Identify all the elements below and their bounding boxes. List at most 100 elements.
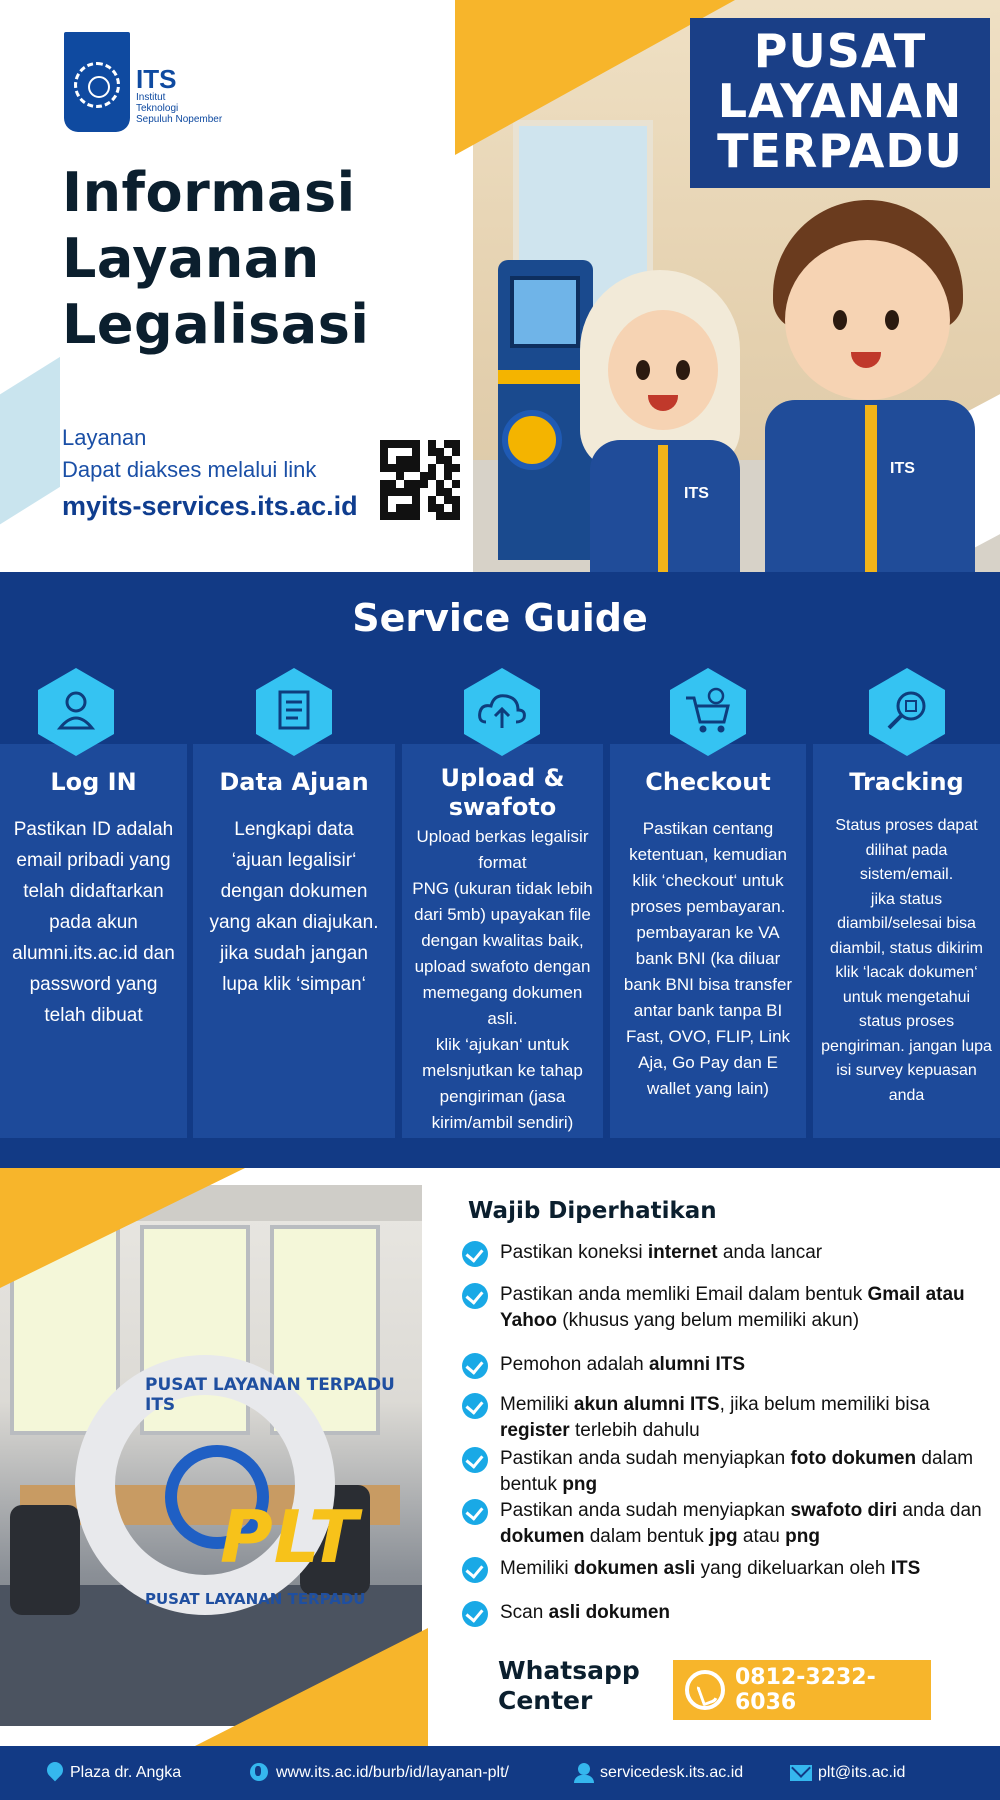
plt-ring-text-top: PUSAT LAYANAN TERPADU ITS	[145, 1375, 395, 1415]
notice-item: Pastikan koneksi internet anda lancar	[462, 1240, 822, 1267]
notice-item-text: Pastikan anda memliki Email dalam bentuk…	[500, 1284, 965, 1331]
steps-row: Log IN Pastikan ID adalah email pribadi …	[0, 668, 1000, 1138]
footer-website[interactable]: www.its.ac.id/burb/id/layanan-plt/	[250, 1763, 509, 1783]
logo-sub-3: Sepuluh Nopember	[136, 114, 223, 125]
access-line-2: Dapat diakses melalui link	[62, 457, 317, 482]
checkmark-icon	[462, 1601, 488, 1627]
checkmark-icon	[462, 1499, 488, 1525]
plt-badge: PUSAT LAYANAN TERPADU	[690, 18, 990, 188]
plt-badge-line-2: LAYANAN	[717, 74, 963, 128]
page-title-line-3: Legalisasi	[62, 293, 370, 356]
step-description: Pastikan ID adalah email pribadi yang te…	[12, 819, 175, 1026]
yellow-corner-top	[0, 1168, 245, 1288]
footer-address-text: Plaza dr. Angka	[70, 1764, 182, 1781]
office-photo-frame: PUSAT LAYANAN TERPADU ITS PUSAT LAYANAN …	[0, 1168, 428, 1746]
logo-brand: ITS	[136, 64, 177, 94]
its-shield-icon	[64, 32, 130, 132]
notice-title: Wajib Diperhatikan	[468, 1198, 717, 1224]
footer-website-text[interactable]: www.its.ac.id/burb/id/layanan-plt/	[276, 1764, 509, 1781]
its-logo: ITS Institut Teknologi Sepuluh Nopember	[64, 32, 222, 132]
yellow-corner-bottom	[195, 1628, 428, 1746]
access-line-1: Layanan	[62, 425, 147, 450]
step-tracking: Tracking Status proses dapat dilihat pad…	[813, 668, 1000, 1138]
decorative-stripe	[0, 356, 60, 544]
notice-item-text: Pastikan koneksi internet anda lancar	[500, 1242, 823, 1263]
step-title: Data Ajuan	[219, 768, 369, 796]
step-description: Status proses dapat dilihat pada sistem/…	[821, 817, 992, 1104]
notice-item: Scan asli dokumen	[462, 1600, 670, 1627]
user-icon	[38, 668, 114, 756]
location-pin-icon	[46, 1762, 64, 1784]
page-title-line-2: Layanan	[62, 227, 320, 290]
notice-item: Memiliki akun alumni ITS, jika belum mem…	[462, 1392, 982, 1444]
yellow-triangle-decoration	[455, 0, 735, 155]
whatsapp-center-label: Whatsapp Center	[498, 1656, 640, 1715]
step-data-ajuan: Data Ajuan Lengkapi data ‘ajuan legalisi…	[193, 668, 395, 1138]
step-title: Upload & swafoto	[440, 764, 565, 821]
step-upload-swafoto: Upload & swafoto Upload berkas legalisir…	[402, 668, 603, 1138]
kiosk-illustration	[498, 260, 593, 560]
globe-icon	[250, 1763, 270, 1783]
footer-servicedesk[interactable]: servicedesk.its.ac.id	[574, 1763, 743, 1783]
logo-sub-1: Institut	[136, 92, 166, 103]
qr-code[interactable]	[380, 440, 460, 520]
cart-icon	[670, 668, 746, 756]
notice-item: Pastikan anda sudah menyiapkan foto doku…	[462, 1446, 982, 1498]
step-description: Pastikan centang ketentuan, kemudian kli…	[623, 819, 793, 1098]
footer-email[interactable]: plt@its.ac.id	[790, 1764, 905, 1782]
step-checkout: Checkout Pastikan centang ketentuan, kem…	[610, 668, 806, 1138]
header-section: ITS Institut Teknologi Sepuluh Nopember …	[0, 0, 1000, 572]
notice-item-text: Pastikan anda sudah menyiapkan swafoto d…	[500, 1500, 982, 1547]
step-title: Log IN	[50, 768, 137, 796]
notice-item: Pastikan anda memliki Email dalam bentuk…	[462, 1282, 982, 1334]
boy-its-tag: ITS	[890, 460, 915, 477]
magnifier-icon	[869, 668, 945, 756]
page-title-line-1: Informasi	[62, 161, 356, 224]
service-guide-section: Service Guide Log IN Pastikan ID adalah …	[0, 572, 1000, 1168]
footer-address: Plaza dr. Angka	[46, 1762, 181, 1784]
whatsapp-number: 0812-3232-6036	[735, 1665, 876, 1715]
notice-item-text: Pastikan anda sudah menyiapkan foto doku…	[500, 1448, 974, 1495]
boy-character-illustration: ITS	[755, 200, 980, 572]
cloud-upload-icon	[464, 668, 540, 756]
girl-character-illustration: ITS	[580, 270, 760, 572]
checkmark-icon	[462, 1283, 488, 1309]
plt-ring-text-bottom: PUSAT LAYANAN TERPADU	[145, 1590, 366, 1608]
footer-email-text[interactable]: plt@its.ac.id	[818, 1764, 906, 1781]
plt-badge-line-1: PUSAT	[753, 24, 927, 78]
whatsapp-button[interactable]: 0812-3232-6036	[673, 1660, 931, 1720]
notice-item-text: Memiliki dokumen asli yang dikeluarkan o…	[500, 1558, 921, 1579]
notice-item-text: Memiliki akun alumni ITS, jika belum mem…	[500, 1394, 930, 1441]
plt-badge-line-3: TERPADU	[717, 124, 963, 178]
step-title: Checkout	[645, 768, 771, 796]
footer-servicedesk-text[interactable]: servicedesk.its.ac.id	[600, 1764, 744, 1781]
step-description: Upload berkas legalisir format PNG (ukur…	[412, 827, 593, 1132]
whatsapp-icon	[685, 1670, 725, 1710]
mail-icon	[790, 1765, 812, 1781]
step-login: Log IN Pastikan ID adalah email pribadi …	[0, 668, 187, 1138]
step-description: Lengkapi data ‘ajuan legalisir‘ dengan d…	[209, 819, 379, 995]
notice-section: PUSAT LAYANAN TERPADU ITS PUSAT LAYANAN …	[0, 1168, 1000, 1746]
notice-item: Pastikan anda sudah menyiapkan swafoto d…	[462, 1498, 982, 1550]
plt-logo-text: PLT	[220, 1495, 359, 1579]
checkmark-icon	[462, 1241, 488, 1267]
notice-item-text: Scan asli dokumen	[500, 1602, 671, 1623]
step-title: Tracking	[849, 768, 964, 796]
support-agent-icon	[574, 1763, 594, 1783]
document-icon	[256, 668, 332, 756]
checkmark-icon	[462, 1557, 488, 1583]
footer-bar: Plaza dr. Angka www.its.ac.id/burb/id/la…	[0, 1746, 1000, 1800]
service-link[interactable]: myits-services.its.ac.id	[62, 491, 358, 521]
plt-logo: PUSAT LAYANAN TERPADU ITS PUSAT LAYANAN …	[75, 1355, 395, 1655]
notice-item: Memiliki dokumen asli yang dikeluarkan o…	[462, 1556, 920, 1583]
checkmark-icon	[462, 1353, 488, 1379]
girl-its-tag: ITS	[684, 485, 709, 502]
checkmark-icon	[462, 1447, 488, 1473]
service-guide-title: Service Guide	[352, 596, 648, 640]
page-title: Informasi Layanan Legalisasi	[62, 160, 462, 358]
notice-item-text: Pemohon adalah alumni ITS	[500, 1354, 746, 1375]
checkmark-icon	[462, 1393, 488, 1419]
notice-item: Pemohon adalah alumni ITS	[462, 1352, 745, 1379]
logo-sub-2: Teknologi	[136, 103, 179, 114]
access-info: Layanan Dapat diakses melalui link myits…	[62, 422, 358, 526]
